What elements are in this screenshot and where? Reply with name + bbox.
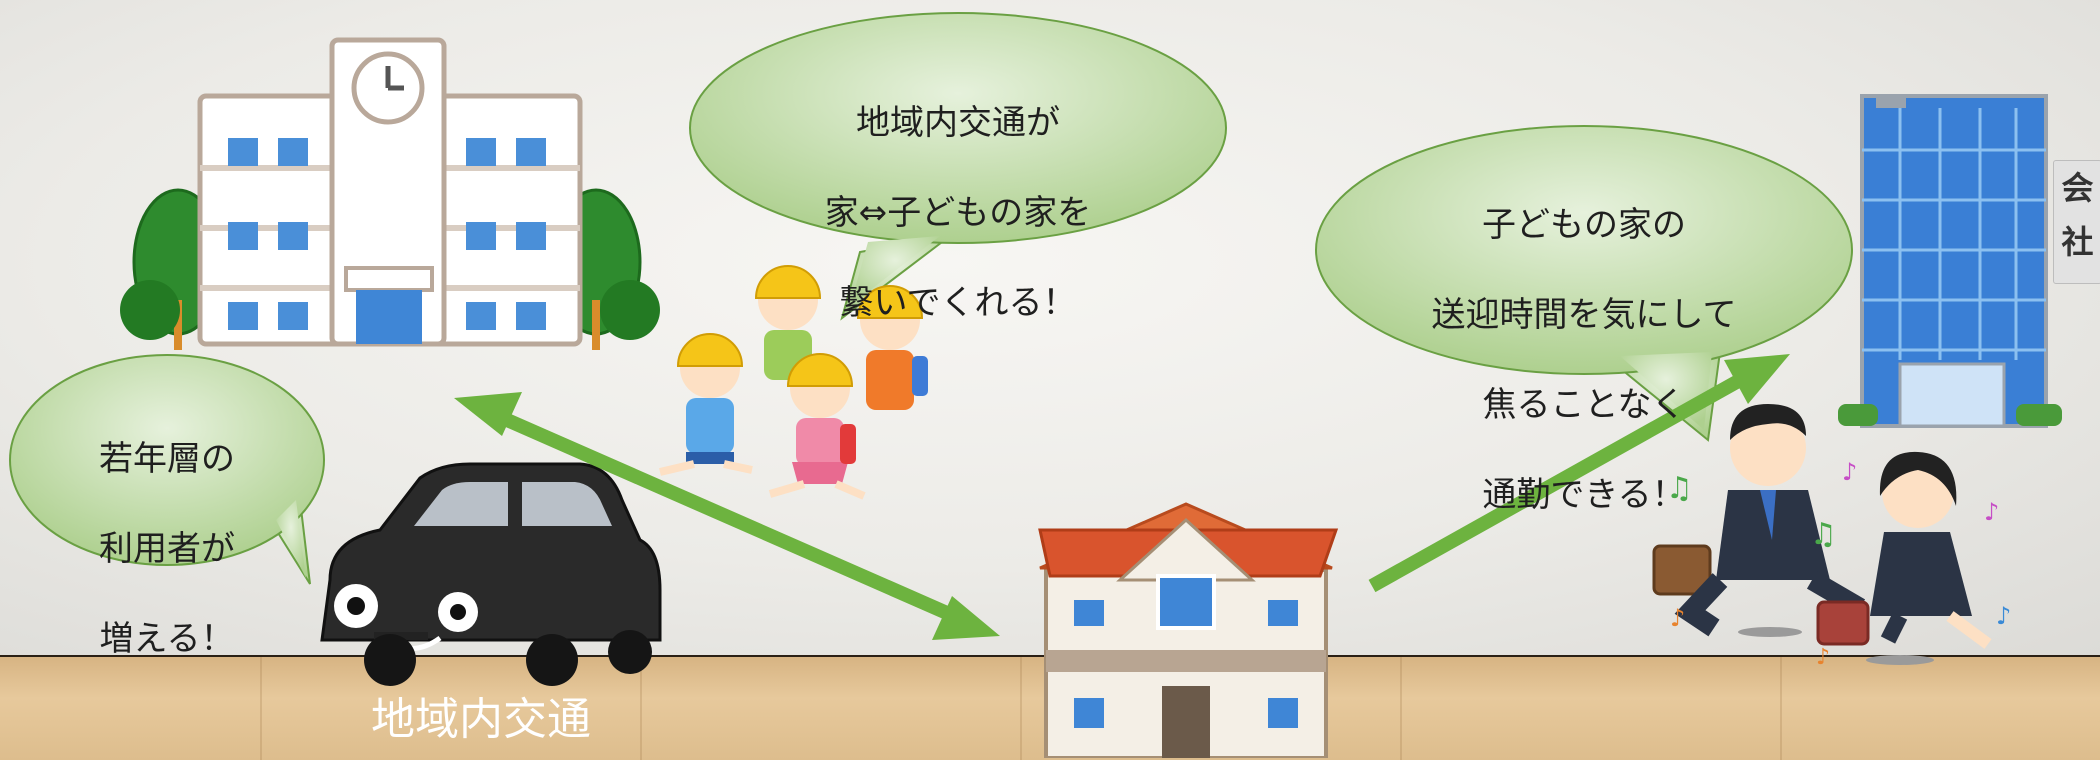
bubble-line: 利用者が — [99, 529, 235, 569]
svg-text:♫: ♫ — [1810, 517, 1837, 552]
speech-bubble-community — [689, 12, 1227, 321]
bubble-line: 若年層の — [99, 439, 235, 479]
office-building-icon — [1838, 94, 2062, 428]
speech-bubble-young-users — [9, 354, 325, 585]
house-icon — [1038, 502, 1339, 758]
children-walking-icon — [659, 265, 928, 500]
sign-char: 会 — [2061, 169, 2094, 207]
bubble-line: 地域内交通が — [856, 103, 1060, 143]
svg-text:♪: ♪ — [1996, 602, 2011, 630]
school-building-icon — [120, 37, 660, 350]
sign-char: 社 — [2061, 223, 2094, 261]
bubble-line: 焦ることなく — [1482, 385, 1686, 425]
bubble-line: 送迎時間を気にして — [1431, 295, 1737, 335]
bubble-line: 増える！ — [99, 619, 235, 659]
svg-text:♪: ♪ — [1984, 498, 1999, 526]
svg-text:♪: ♪ — [1670, 604, 1685, 632]
bubble-text-young-users: 若年層の 利用者が 増える！ — [47, 392, 287, 707]
bubble-line: 通勤できる！ — [1482, 475, 1686, 515]
smiling-car-icon — [320, 462, 662, 686]
arrow-house-office — [1368, 354, 1790, 593]
car-caption: 地域内交通 — [371, 694, 591, 745]
bubble-line: 子どもの家の — [1482, 205, 1686, 245]
office-sign: 会 社 — [2053, 160, 2100, 284]
double-arrow-school-house — [454, 392, 1000, 640]
bubble-line: 繋いでくれる！ — [839, 283, 1077, 323]
running-commuters-icon: ♫ ♫ ♪ ♪ ♪ ♪ ♪ — [1652, 404, 2011, 670]
svg-text:♫: ♫ — [1666, 471, 1693, 506]
bubble-text-commute: 子どもの家の 送迎時間を気にして 焦ることなく 通勤できる！ — [1384, 158, 1784, 563]
svg-text:♪: ♪ — [1842, 458, 1857, 486]
svg-text:♪: ♪ — [1816, 645, 1830, 670]
speech-bubble-commute — [1315, 125, 1853, 442]
bubble-line: 家⇔子どもの家を — [824, 193, 1092, 233]
bubble-text-community: 地域内交通が 家⇔子どもの家を 繋いでくれる！ — [760, 56, 1156, 371]
